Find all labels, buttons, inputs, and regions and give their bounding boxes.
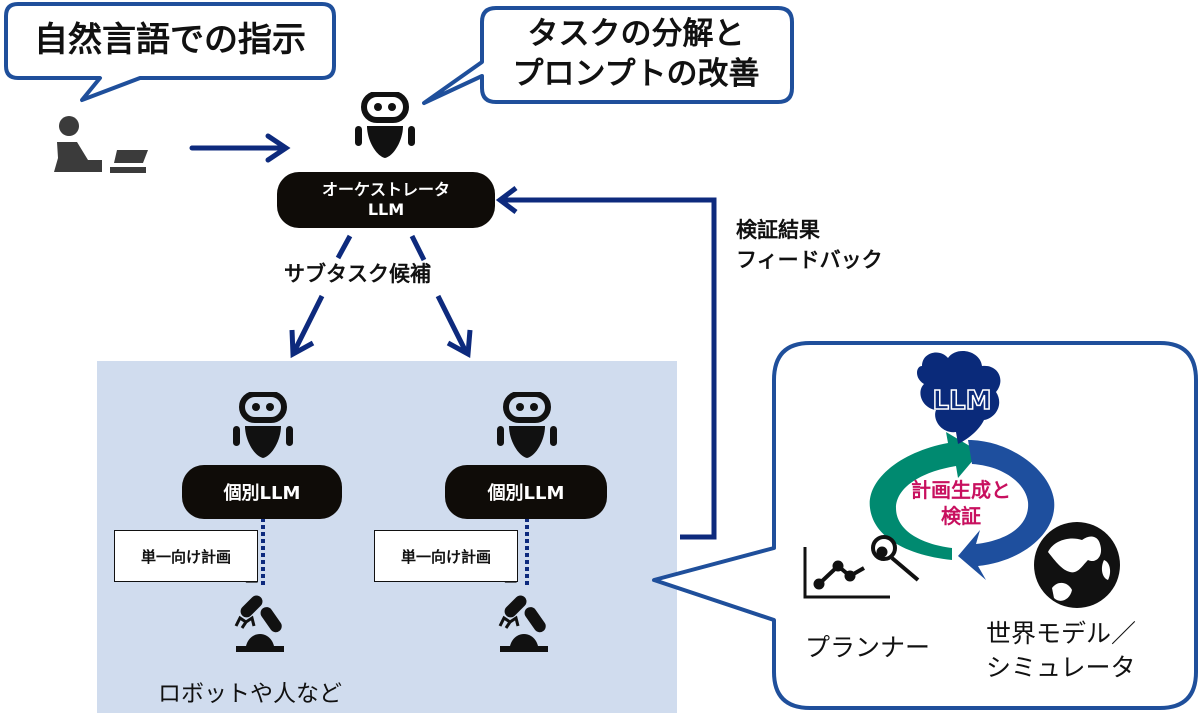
agent-1-robot-icon xyxy=(233,392,293,458)
agent-2-robot-icon xyxy=(497,392,557,458)
verifier-callout-bubble xyxy=(652,341,1198,710)
orchestrator-pill-line1: オーケストレータ xyxy=(321,180,450,199)
orchestrator-speech-line2: プロンプトの改善 xyxy=(512,56,760,92)
world-model-label-line1: 世界モデル／ xyxy=(986,619,1137,648)
user-speech-bubble xyxy=(4,2,336,102)
agent-2-pill-label: 個別LLM xyxy=(487,483,565,504)
agent-1-plan-card: 単一向け計画 xyxy=(114,530,258,582)
subtask-arrow-right xyxy=(409,234,473,359)
orchestrator-pill-line2: LLM xyxy=(367,200,405,219)
user-instruction-text: 自然言語での指示 xyxy=(34,20,306,60)
cycle-arrow-green xyxy=(869,432,980,560)
agent-2-plan-label: 単一向け計画 xyxy=(400,547,491,566)
agent-2-llm-pill: 個別LLM xyxy=(445,465,607,519)
planner-icon xyxy=(803,535,920,599)
feedback-arrow xyxy=(495,186,717,540)
agent-1-plan-label: 単一向け計画 xyxy=(140,547,231,566)
cycle-arrows xyxy=(869,432,1055,580)
feedback-label-line1: 検証結果 xyxy=(736,218,820,242)
agent-1-pill-label: 個別LLM xyxy=(223,483,301,504)
subtask-arrow-left xyxy=(289,234,353,359)
agent-1-llm-pill: 個別LLM xyxy=(182,465,342,519)
orchestrator-llm-pill: オーケストレータ LLM xyxy=(277,172,495,228)
orchestrator-speech-line1: タスクの分解と xyxy=(527,16,745,52)
agent-2-plan-card: 単一向け計画 xyxy=(374,530,518,582)
planner-label: プランナー xyxy=(805,633,931,662)
world-model-label-line2: シミュレータ xyxy=(986,653,1136,682)
orchestrator-robot-icon xyxy=(355,92,415,158)
globe-icon xyxy=(1034,522,1120,608)
cycle-arrow-blue xyxy=(958,440,1055,580)
agents-footer-label: ロボットや人など xyxy=(158,681,342,707)
instruction-arrow xyxy=(189,133,291,163)
llm-cloud-icon xyxy=(917,351,1001,444)
cloud-llm-label: LLM xyxy=(932,385,993,417)
subtask-candidates-label: サブタスク候補 xyxy=(284,262,431,286)
orchestrator-speech-bubble xyxy=(422,6,794,105)
agent-2-robot-arm-icon xyxy=(498,595,548,652)
cycle-label-line1: 計画生成と xyxy=(911,478,1011,502)
person-at-laptop-icon xyxy=(54,116,148,173)
cycle-label-line2: 検証 xyxy=(941,504,981,528)
feedback-label-line2: フィードバック xyxy=(736,248,883,272)
agent-1-robot-arm-icon xyxy=(234,595,284,652)
